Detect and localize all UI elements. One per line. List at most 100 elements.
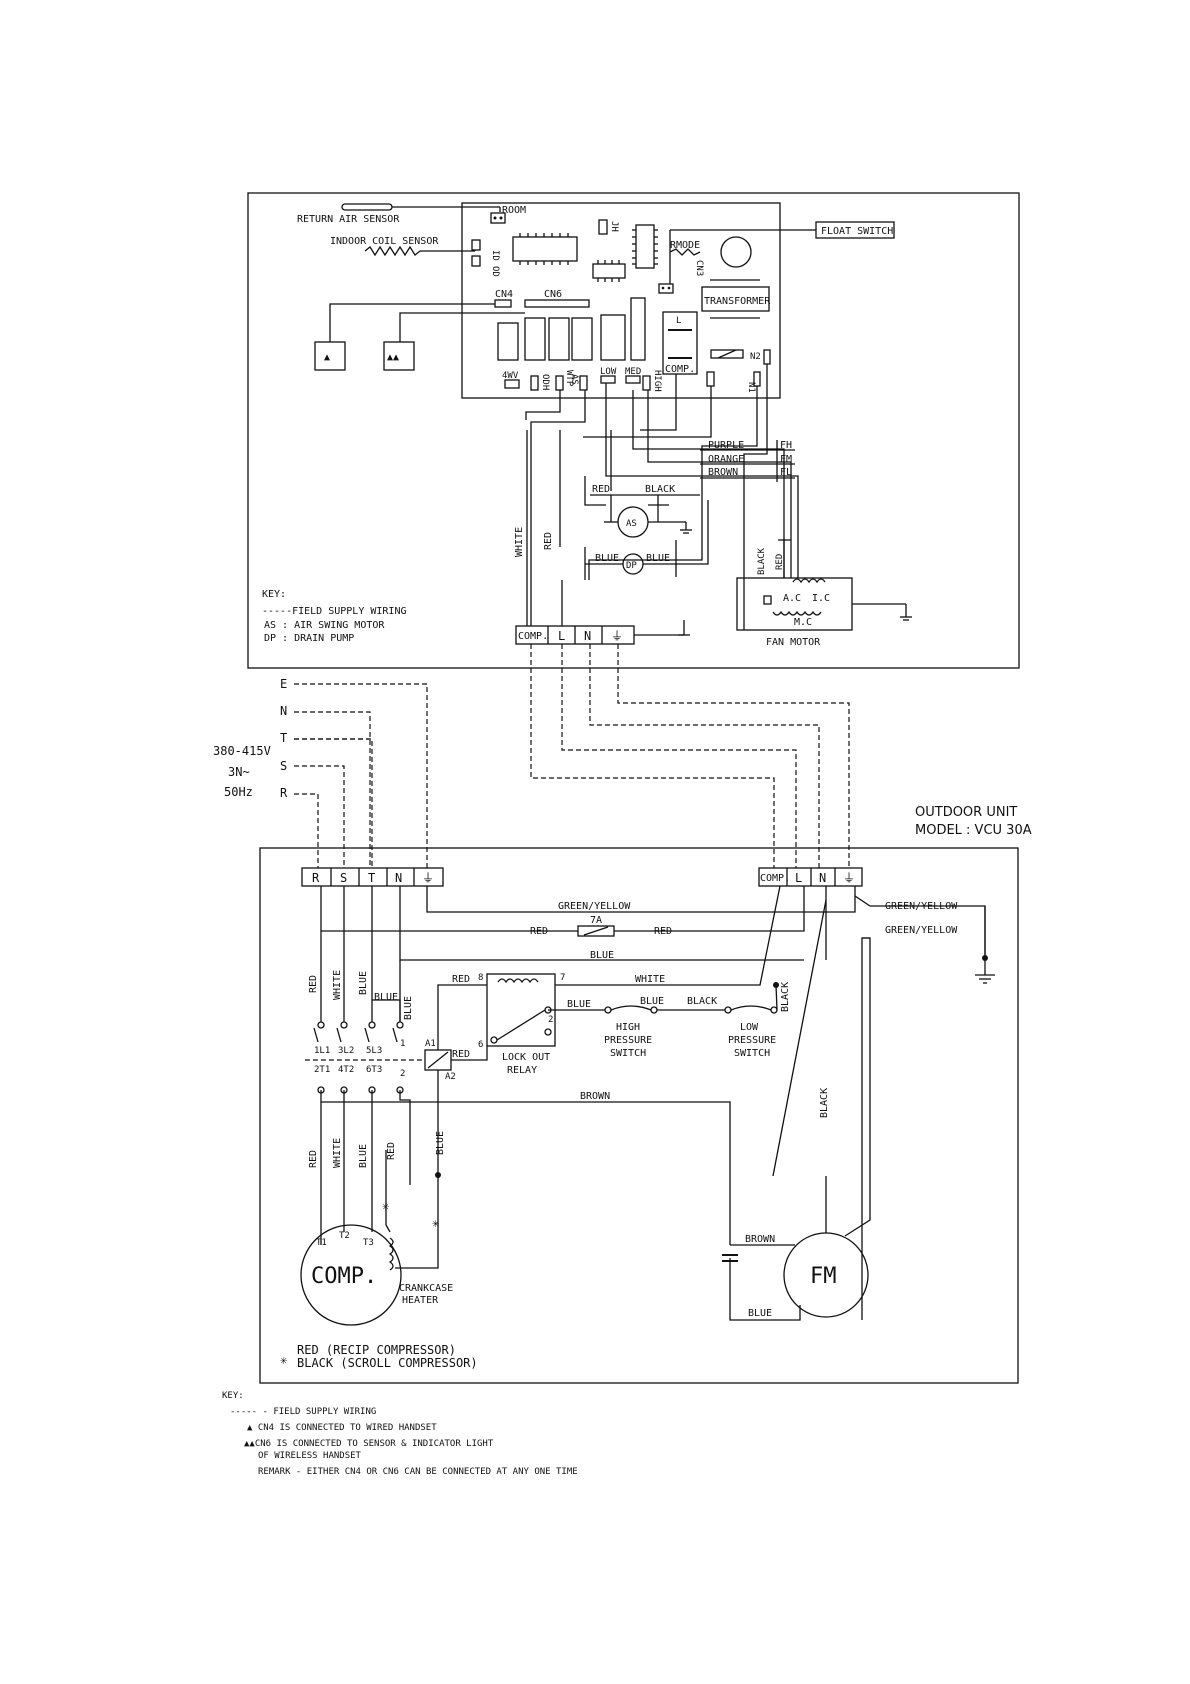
fan-ic-label: I.C xyxy=(812,593,830,604)
indoor-tb-n: N xyxy=(584,629,591,643)
return-air-sensor-icon xyxy=(341,203,393,211)
key-line5: REMARK - EITHER CN4 OR CN6 CAN BE CONNEC… xyxy=(258,1467,578,1477)
wireless-handset-symbol: ▲▲ xyxy=(387,352,399,363)
comp-red-v2: RED xyxy=(386,1142,397,1160)
fan-motor-label: FAN MOTOR xyxy=(766,637,821,648)
key-line4: OF WIRELESS HANDSET xyxy=(258,1451,362,1461)
supply-e: E xyxy=(280,677,287,691)
cn3-connector xyxy=(658,283,674,294)
compressor xyxy=(300,1224,402,1326)
dp-blue-left: BLUE xyxy=(595,553,619,564)
cn4-label: CN4 xyxy=(495,289,513,300)
fan-coil-top xyxy=(792,578,826,584)
fan-red-label: RED xyxy=(775,554,785,570)
contactor-2: 2 xyxy=(400,1069,405,1079)
tb-t: T xyxy=(368,871,375,885)
chain-black-1: BLACK xyxy=(687,996,717,1007)
contactor-1: 1 xyxy=(400,1039,405,1049)
lps-low: LOW xyxy=(740,1022,759,1033)
bus-red-left: RED xyxy=(530,926,548,937)
term-fh: FH xyxy=(780,440,792,451)
id-connector xyxy=(471,239,481,251)
contactor-6t3: 6T3 xyxy=(366,1065,382,1075)
relay-label: RELAY xyxy=(507,1065,537,1076)
wire-blue-v1: BLUE xyxy=(358,971,369,995)
dp-blue-right: BLUE xyxy=(646,553,670,564)
fan-coil-bottom xyxy=(772,610,822,616)
control-board xyxy=(461,202,781,399)
term-fm: FM xyxy=(780,454,792,465)
indoor-coil-sensor-label: INDOOR COIL SENSOR xyxy=(330,236,439,247)
chain-black-2: BLACK xyxy=(780,982,791,1012)
n1-label: N1 xyxy=(746,382,756,393)
green-yellow-3: GREEN/YELLOW xyxy=(885,925,958,936)
bus-white: WHITE xyxy=(635,974,665,985)
compressor-label: COMP. xyxy=(311,1264,377,1289)
contactor-2t1: 2T1 xyxy=(314,1065,330,1075)
jumper-jh xyxy=(598,219,608,235)
wire-red-v1: RED xyxy=(308,975,319,993)
brown-label-top: BROWN xyxy=(580,1091,610,1102)
cn6-connector xyxy=(524,299,590,308)
lps-pressure: PRESSURE xyxy=(728,1035,776,1046)
relay-1 xyxy=(497,322,519,361)
indoor-key-dp: DP : DRAIN PUMP xyxy=(264,633,354,644)
relay-pin-8: 8 xyxy=(478,973,483,983)
outdoor-bus-wiring xyxy=(320,885,986,1320)
od-connector xyxy=(471,255,481,267)
wireless-handset-box xyxy=(383,341,415,371)
bus-red-right: RED xyxy=(654,926,672,937)
indoor-wiring xyxy=(525,364,799,630)
indoor-tb-comp: COMP. xyxy=(518,631,548,642)
chain-blue-2: BLUE xyxy=(640,996,664,1007)
pin-med xyxy=(625,375,641,384)
pin-4wv-label: 4WV xyxy=(502,371,519,381)
pin-med-label: MED xyxy=(625,367,641,377)
contactor-1l1: 1L1 xyxy=(314,1046,330,1056)
lock-out-label: LOCK OUT xyxy=(502,1052,550,1063)
od-label: OD xyxy=(490,266,500,277)
crankcase-label: CRANKCASE xyxy=(399,1283,453,1294)
key-line1: ----- - FIELD SUPPLY WIRING xyxy=(230,1407,376,1417)
indoor-key-as: AS : AIR SWING MOTOR xyxy=(264,620,385,631)
ic-chip-vertical xyxy=(635,224,655,269)
air-swing-motor-label: AS xyxy=(626,519,637,529)
indoor-key-field: -----FIELD SUPPLY WIRING xyxy=(262,606,407,617)
outdoor-unit-frame xyxy=(259,847,1019,1384)
supply-r: R xyxy=(280,786,288,800)
main-ic-chip xyxy=(512,236,578,262)
key-line2: ▲ CN4 IS CONNECTED TO WIRED HANDSET xyxy=(247,1423,437,1433)
key-line3: ▲▲CN6 IS CONNECTED TO SENSOR & INDICATOR… xyxy=(244,1439,494,1449)
term-fl: FL xyxy=(780,467,792,478)
tb-s: S xyxy=(340,871,347,885)
comp-white-v: WHITE xyxy=(332,1138,343,1168)
indoor-unit-frame xyxy=(247,192,1020,669)
pin-low-label: LOW xyxy=(600,367,617,377)
bus-blue: BLUE xyxy=(590,950,614,961)
as-red-label: RED xyxy=(592,484,610,495)
relay-pin-2: 2 xyxy=(548,1015,553,1025)
supply-s: S xyxy=(280,759,287,773)
wire-purple: PURPLE xyxy=(708,440,744,451)
wired-handset-symbol: ▲ xyxy=(324,352,330,363)
chain-blue-1: BLUE xyxy=(567,999,591,1010)
fuse-label: 7A xyxy=(590,915,602,926)
rmode-resistor xyxy=(669,248,701,256)
hps-pressure: PRESSURE xyxy=(604,1035,652,1046)
outdoor-title: OUTDOOR UNIT xyxy=(915,805,1017,820)
hps-switch: SWITCH xyxy=(610,1048,646,1059)
relay-pin-7: 7 xyxy=(560,973,565,983)
comp-t1: T1 xyxy=(316,1238,327,1248)
relay-6 xyxy=(630,297,646,361)
crankcase-heater-coil xyxy=(388,1237,394,1271)
comp-relay-l: L xyxy=(676,316,681,326)
indoor-tb-l: L xyxy=(558,629,565,643)
as-black-label: BLACK xyxy=(645,484,675,495)
fan-ac-label: A.C xyxy=(783,593,801,604)
pin-high-label: HIGH xyxy=(652,370,662,392)
comp-red-v: RED xyxy=(308,1150,319,1168)
transformer-label: TRANSFORMER xyxy=(704,296,771,307)
wire-blue-h1: BLUE xyxy=(374,992,398,1003)
contactor-4t2: 4T2 xyxy=(338,1065,354,1075)
pin-odh-label: ODH xyxy=(540,374,550,390)
